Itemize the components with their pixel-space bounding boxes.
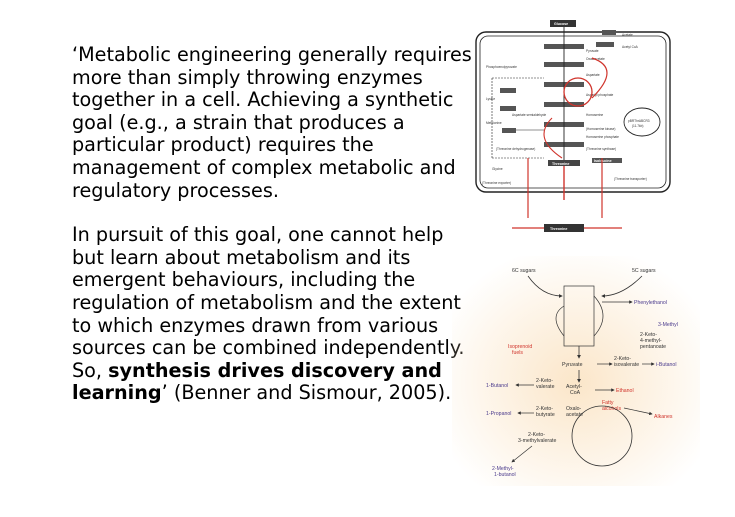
fatty-1: Fatty bbox=[602, 400, 614, 406]
fig1-label-17: (Homoserine kinase) bbox=[586, 127, 615, 131]
sugars-5c: 5C sugars bbox=[632, 268, 656, 274]
oxaloacetate-1: Oxalo- bbox=[566, 406, 582, 412]
threonine-pathway-figure: Glucose Isoleucine Phosphoenolpyruvate O… bbox=[475, 20, 671, 232]
isoprenoid-2: fuels bbox=[512, 350, 523, 356]
tca-cycle bbox=[571, 405, 633, 467]
fig1-label-2: Aspartate bbox=[586, 73, 600, 77]
fig1-label-15: (Threonine dehydrogenase) bbox=[496, 147, 535, 151]
methyl3-label: 3-Methyl bbox=[658, 322, 678, 328]
fig1-label-9: Glycine bbox=[492, 167, 503, 171]
isoleucine-label: Isoleucine bbox=[594, 159, 612, 163]
fig1-label-5: Homoserine bbox=[586, 113, 603, 117]
keto-methylvalerate-2: 3-methylvalerate bbox=[518, 438, 556, 444]
fig1-label-0: Phosphoenolpyruvate bbox=[486, 65, 517, 69]
fig1-label-3: Aspartyl phosphate bbox=[586, 93, 614, 97]
butanol1-label: 1-Butanol bbox=[486, 383, 508, 389]
quote-paragraph-2: In pursuit of this goal, one cannot help… bbox=[72, 223, 472, 405]
keto-butyrate-2: butyrate bbox=[536, 412, 555, 418]
fig1-label-16: (Threonine synthase) bbox=[586, 147, 616, 151]
acetyl-coa-1: Acetyl- bbox=[566, 384, 582, 390]
plasmid-size: (11.7kb) bbox=[632, 124, 643, 128]
isoleucine-box bbox=[592, 158, 622, 163]
fig1-label-13: (Threonine exporter) bbox=[482, 181, 511, 185]
quote-p2-start: In pursuit of this goal, one cannot help… bbox=[72, 223, 465, 382]
fatty-2: alcohols bbox=[602, 406, 621, 412]
fig1-label-7: Lysine bbox=[486, 97, 495, 101]
oxaloacetate-2: acetate bbox=[566, 412, 583, 418]
methyl-butanol-1: 2-Methyl- bbox=[492, 466, 514, 472]
pyruvate-label: Pyruvate bbox=[562, 362, 583, 368]
fig1-label-14: (Threonine transporter) bbox=[614, 177, 647, 181]
sugars-6c: 6C sugars bbox=[512, 268, 536, 274]
glucose-label: Glucose bbox=[554, 22, 568, 26]
keto-methylpentanoate-3: pentanoate bbox=[640, 344, 666, 350]
quote-text: ‘Metabolic engineering generally require… bbox=[72, 43, 472, 405]
fuel-pathway-figure: 6C sugars 5C sugars Phenylethanol 3-Meth… bbox=[452, 256, 700, 486]
keto-valerate-2: valerate bbox=[536, 384, 555, 390]
threonine-inner-label: Threonine bbox=[552, 162, 569, 166]
ethanol-label: Ethanol bbox=[616, 388, 634, 394]
keto-methylpentanoate-1: 2-Keto- bbox=[640, 332, 657, 338]
quote-paragraph-1: ‘Metabolic engineering generally require… bbox=[72, 43, 472, 202]
fig1-label-10: Acetate bbox=[622, 33, 633, 37]
keto-isovalerate-2: isovalerate bbox=[614, 362, 639, 368]
alkanes-label: Alkanes bbox=[654, 414, 673, 420]
keto-isovalerate-1: 2-Keto- bbox=[614, 356, 631, 362]
isobutanol-label: i-Butanol bbox=[656, 362, 676, 368]
keto-butyrate-1: 2-Keto- bbox=[536, 406, 553, 412]
plasmid-label: pBRThrABCR3 bbox=[628, 119, 650, 123]
fig1-label-12: Pyruvate bbox=[586, 49, 599, 53]
quote-p2-end: ’ (Benner and Sismour, 2005). bbox=[161, 381, 452, 405]
plasmid-ring bbox=[623, 107, 661, 137]
phenylethanol-label: Phenylethanol bbox=[634, 300, 667, 306]
methyl-butanol-2: 1-butanol bbox=[494, 472, 516, 478]
isoprenoid-1: Isoprenoid bbox=[508, 344, 532, 350]
keto-methylvalerate-1: 2-Keto- bbox=[528, 432, 545, 438]
threonine-outer-label: Threonine bbox=[550, 227, 567, 231]
keto-valerate-1: 2-Keto- bbox=[536, 378, 553, 384]
keto-methylpentanoate-2: 4-methyl- bbox=[640, 338, 662, 344]
fig1-label-6: Homoserine phosphate bbox=[586, 135, 619, 139]
fig1-label-8: Methionine bbox=[486, 121, 502, 125]
fig1-label-11: Acetyl CoA bbox=[622, 45, 639, 49]
propanol1-label: 1-Propanol bbox=[486, 411, 511, 417]
fig1-label-4: Aspartate semialdehyde bbox=[512, 113, 546, 117]
glucose-box bbox=[550, 20, 576, 27]
acetyl-coa-2: CoA bbox=[570, 390, 581, 396]
quote-p2-bold: synthesis drives discovery and learning bbox=[72, 358, 442, 405]
